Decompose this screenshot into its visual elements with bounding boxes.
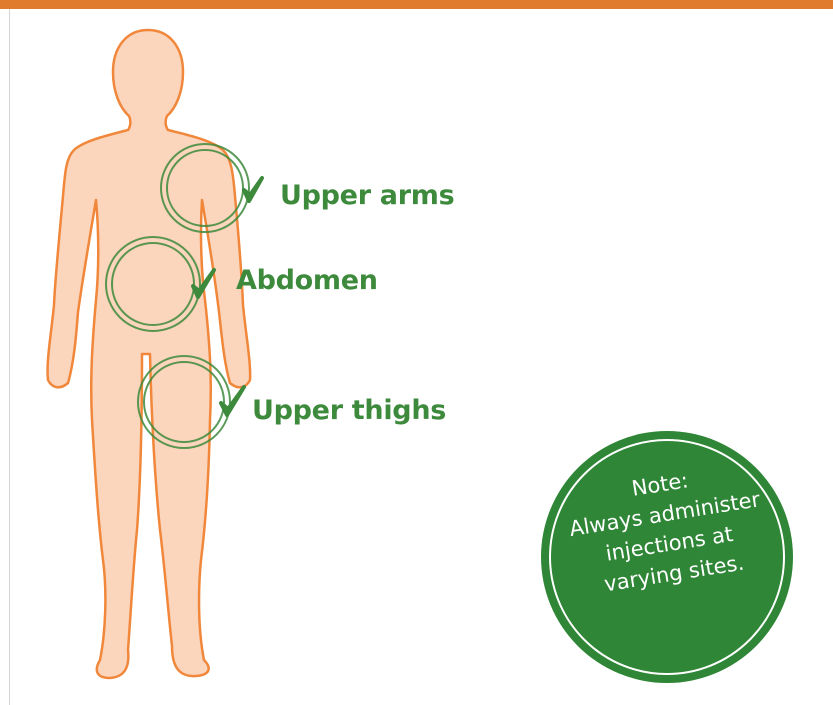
body-silhouette <box>48 30 251 678</box>
check-icon <box>244 178 262 201</box>
site-label-upper-arms: Upper arms <box>280 181 454 211</box>
note-badge: Note: Always administer injections at va… <box>541 431 793 683</box>
site-label-abdomen: Abdomen <box>236 266 378 296</box>
site-label-upper-thighs: Upper thighs <box>252 396 446 426</box>
